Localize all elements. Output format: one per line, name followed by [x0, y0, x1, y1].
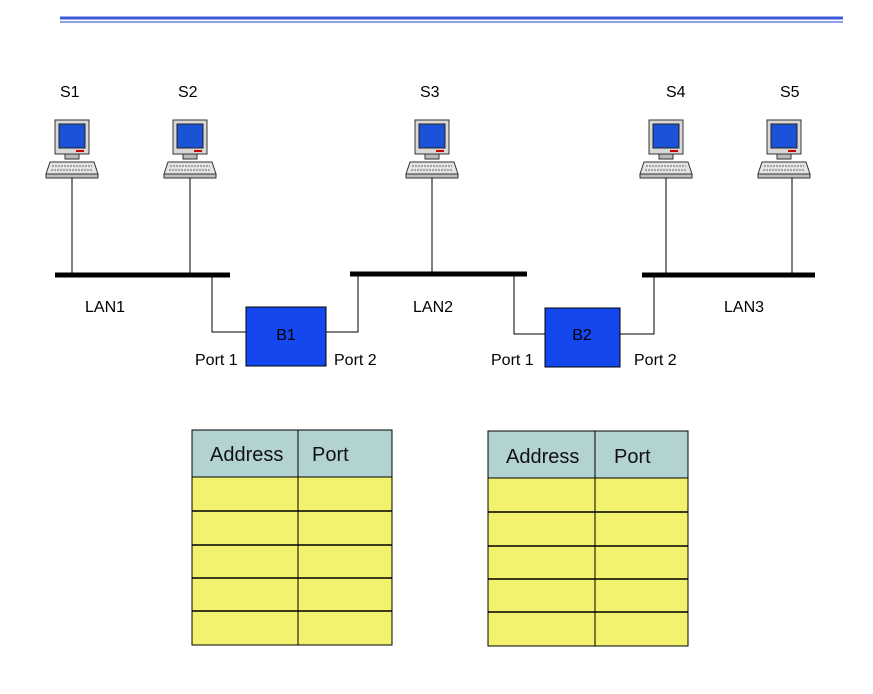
- lan-label-lan2: LAN2: [413, 299, 453, 316]
- bridge-links: [211, 274, 655, 335]
- station-label-s3: S3: [420, 84, 440, 101]
- computer-icon[interactable]: [405, 119, 459, 179]
- table-body: [487, 477, 689, 647]
- table-header-address: Address: [506, 446, 579, 468]
- bridge-label-b2: B2: [572, 327, 592, 344]
- b1-port2-label: Port 2: [334, 352, 377, 369]
- computer-icon[interactable]: [45, 119, 99, 179]
- b1-port1-label: Port 1: [195, 352, 238, 369]
- table-header-address: Address: [210, 444, 283, 466]
- computer-icon[interactable]: [757, 119, 811, 179]
- table-header: [191, 429, 393, 478]
- forwarding-table-b2: Address Port: [487, 430, 689, 647]
- table-header-port: Port: [614, 446, 651, 468]
- forwarding-table-b1: Address Port: [191, 429, 393, 646]
- station-label-s1: S1: [60, 84, 80, 101]
- station-label-s2: S2: [178, 84, 198, 101]
- lan-label-lan1: LAN1: [85, 299, 125, 316]
- top-rule: [60, 16, 843, 23]
- station-label-s5: S5: [780, 84, 800, 101]
- station-cables: [71, 178, 793, 275]
- table-header-port: Port: [312, 444, 349, 466]
- bridge-b1[interactable]: [245, 306, 327, 367]
- table-header: [487, 430, 689, 479]
- table-body: [191, 476, 393, 646]
- b2-port2-label: Port 2: [634, 352, 677, 369]
- bridge-b2[interactable]: [544, 307, 621, 368]
- computer-icon[interactable]: [639, 119, 693, 179]
- b2-port1-label: Port 1: [491, 352, 534, 369]
- computer-icon[interactable]: [163, 119, 217, 179]
- bridge-label-b1: B1: [276, 327, 296, 344]
- station-label-s4: S4: [666, 84, 686, 101]
- lan-label-lan3: LAN3: [724, 299, 764, 316]
